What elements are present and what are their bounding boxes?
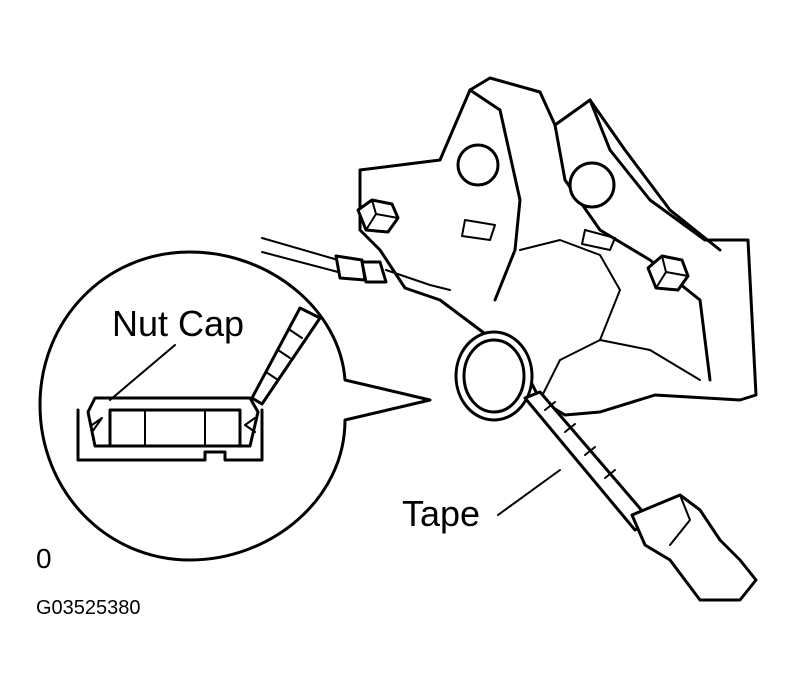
nut-cap-label: Nut Cap [112,303,245,344]
hood-lock-assembly [358,76,758,417]
lock-plate-hole-right [568,161,616,209]
lock-plate-slot-2 [581,229,616,251]
screwdriver-tip-callout [250,306,322,406]
screwdriver-icon [523,390,758,602]
bolt-icon-right [646,254,690,292]
lock-plate-ridge-2 [553,123,712,382]
lock-plate-hole-left [456,143,500,187]
lock-plate-slot [461,219,496,241]
nut-cap-leader-line [109,344,176,401]
lock-plate-ridge [468,88,522,302]
nut-cap-section [76,396,264,462]
tape-label: Tape [402,493,481,534]
lock-plate-ridge-4 [519,239,621,401]
bolt-icon [356,198,400,234]
figure-code: G03525380 [36,597,141,619]
zero-label: 0 [36,543,52,574]
lock-plate-ridge-3 [588,98,722,252]
release-cable [261,237,451,291]
nut-cap-icon [454,330,534,422]
lock-plate-ridge-5 [599,339,701,381]
tape-leader-line [497,469,561,516]
